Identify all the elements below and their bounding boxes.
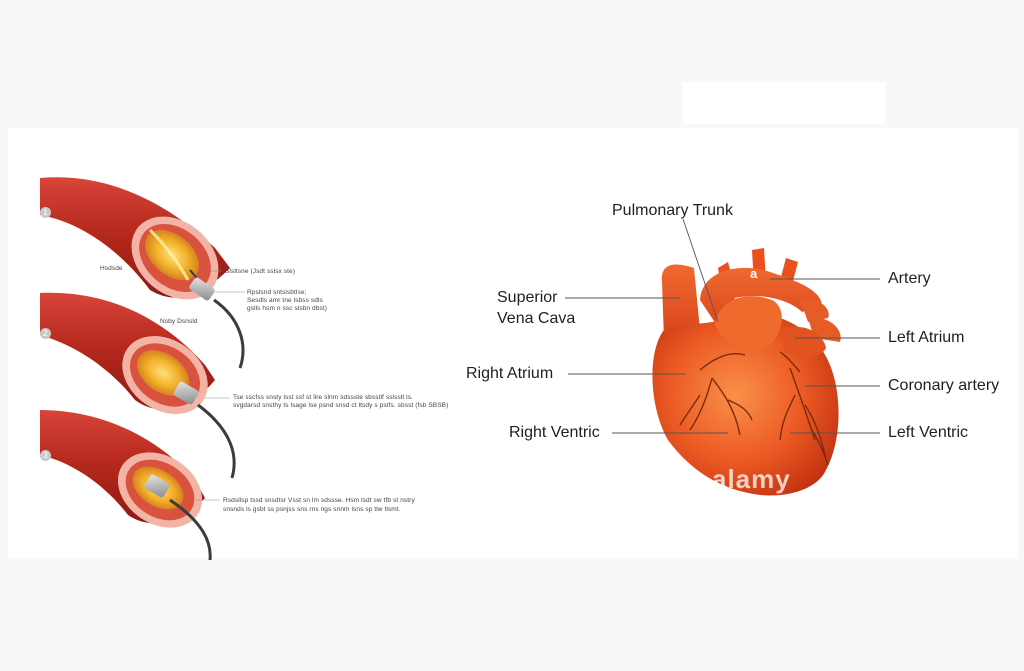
alamy-watermark: alamy — [712, 464, 791, 494]
label-right-ventric: Right Ventric — [509, 424, 600, 441]
step1-label-right-top: Slsltsne (Jsdt sslsx ste) — [225, 268, 296, 275]
step2-label-1: Tse sscfss snsty lsst ssf st lire slnm s… — [233, 394, 413, 401]
step1-label-mid-1: Rpslsnd sntslsbtlse; — [247, 289, 307, 296]
label-pulmonary-trunk: Pulmonary Trunk — [612, 202, 733, 219]
label-left-atrium: Left Atrium — [888, 329, 965, 346]
step1-label-left: Hsdsde — [100, 265, 123, 272]
top-white-panel — [683, 82, 885, 124]
label-left-ventric: Left Ventric — [888, 424, 969, 441]
step1-label-bottom: Nsby Dsnsld — [160, 318, 198, 325]
step-number-2: 2 — [40, 328, 51, 339]
step3-label-2: snsnds ls gsbt ss psnjss sns rns ngs snn… — [223, 506, 401, 513]
step1-label-mid-3: gslls hsm n ssc slsbn dbst) — [247, 305, 328, 312]
label-vena-cava: Vena Cava — [497, 310, 576, 327]
step-number-1: 1 — [40, 207, 51, 218]
vessel-step-3 — [40, 410, 212, 561]
label-superior: Superior — [497, 289, 558, 306]
label-artery: Artery — [888, 270, 931, 287]
vessel-mark: a — [750, 266, 758, 281]
heart-illustration — [652, 248, 841, 496]
heart-leader-lines — [565, 218, 880, 434]
step3-label-1: Rsdsllsp tssd snsdtsr Vsst sn lm sdssse.… — [223, 497, 415, 504]
vessel-step-1 — [40, 177, 245, 369]
vessel-step-2 — [40, 292, 236, 479]
coronary-vessels — [679, 351, 829, 466]
step1-label-mid-2: Sesdls amr tne lsbss sdls — [247, 297, 323, 304]
procedure-leader-lines — [195, 270, 245, 501]
step-number-3: 3 — [40, 450, 51, 461]
label-right-atrium: Right Atrium — [466, 365, 554, 382]
label-coronary-artery: Coronary artery — [888, 377, 1000, 394]
step2-label-2: svgdarsd snsthy ts lsage lse psnd snsd c… — [233, 402, 449, 409]
